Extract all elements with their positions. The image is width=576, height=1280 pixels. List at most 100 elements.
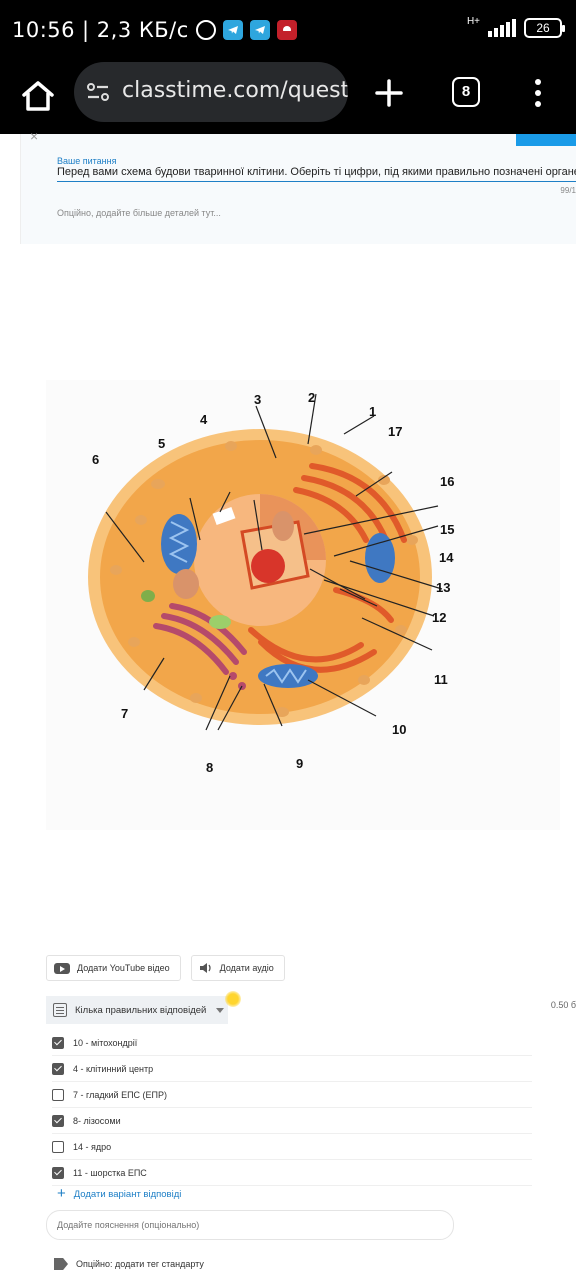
svg-text:5: 5: [158, 436, 165, 451]
add-youtube-button[interactable]: Додати YouTube відео: [46, 955, 181, 981]
centrosome: [212, 506, 236, 526]
answer-checkbox[interactable]: [52, 1114, 64, 1127]
plus-icon: +: [57, 1185, 66, 1202]
speaker-icon: [199, 963, 211, 973]
svg-text:12: 12: [432, 610, 446, 625]
svg-text:7: 7: [121, 706, 128, 721]
status-left: 10:56 | 2,3 КБ/с: [12, 18, 297, 42]
url-text[interactable]: classtime.com/quest: [122, 78, 348, 103]
menu-dot-icon: [535, 89, 541, 96]
tag-icon: [54, 1258, 68, 1270]
add-audio-button[interactable]: Додати аудіо: [190, 955, 285, 981]
overflow-menu-button[interactable]: [530, 76, 546, 110]
svg-text:14: 14: [439, 550, 454, 565]
page-content: Ваше питання Перед вами схема будови тва…: [0, 128, 576, 1280]
question-label: Ваше питання: [57, 156, 117, 166]
new-tab-button[interactable]: [372, 76, 406, 110]
save-button[interactable]: [516, 134, 576, 146]
home-button[interactable]: [18, 76, 58, 116]
mitochondrion-2: [365, 533, 395, 583]
tab-switcher-button[interactable]: 8: [452, 77, 480, 107]
svg-text:16: 16: [440, 474, 454, 489]
answer-text[interactable]: 8- лізосоми: [73, 1115, 121, 1126]
close-icon[interactable]: ×: [30, 128, 39, 144]
add-standard-tag-button[interactable]: Опційно: додати тег стандарту: [54, 1258, 204, 1270]
svg-text:15: 15: [440, 522, 454, 537]
svg-text:11: 11: [434, 672, 448, 687]
character-counter: 99/1: [560, 186, 576, 195]
answer-text[interactable]: 7 - гладкий ЕПС (ЕПР): [73, 1089, 168, 1100]
svg-text:4: 4: [200, 412, 208, 427]
question-details-field[interactable]: Опційно, додайте більше деталей тут...: [57, 208, 221, 218]
answer-option: 7 - гладкий ЕПС (ЕПР): [52, 1082, 532, 1108]
answer-checkbox[interactable]: [52, 1062, 64, 1075]
svg-text:8: 8: [206, 760, 213, 775]
answer-option: 4 - клітинний центр: [52, 1056, 532, 1082]
svg-text:2: 2: [308, 390, 315, 405]
signal-icon: [488, 19, 516, 37]
answer-checkbox[interactable]: [52, 1088, 64, 1101]
status-right: H+ 26: [466, 16, 565, 38]
list-icon: [53, 1003, 67, 1017]
svg-text:3: 3: [254, 392, 261, 407]
answer-option: 8- лізосоми: [52, 1108, 532, 1134]
answer-text[interactable]: 4 - клітинний центр: [73, 1063, 154, 1074]
leader-lines: [105, 393, 443, 731]
diagram-labels: 1 2 3 4 5 6 7 8 9 10 11 12 13 14 15 16 1…: [92, 390, 454, 775]
add-answer-label: Додати варіант відповіді: [73, 1188, 182, 1200]
answer-checkbox[interactable]: [52, 1036, 64, 1049]
site-settings-icon[interactable]: [86, 80, 110, 104]
answer-text[interactable]: 11 - шорстка ЕПС: [73, 1167, 147, 1178]
answer-text[interactable]: 10 - мітохондрії: [73, 1037, 138, 1048]
answer-option: 11 - шорстка ЕПС: [52, 1160, 532, 1186]
answer-checkbox[interactable]: [52, 1166, 64, 1179]
status-bar: 10:56 | 2,3 КБ/с H+ 26: [0, 0, 576, 62]
menu-dot-icon: [535, 78, 541, 85]
points-value[interactable]: 0.50 б: [550, 1000, 576, 1010]
add-youtube-label: Додати YouTube відео: [77, 963, 170, 973]
question-image: 1 2 3 4 5 6 7 8 9 10 11 12 13 14 15 16 1…: [46, 380, 560, 830]
browser-toolbar: classtime.com/quest 8: [0, 62, 576, 134]
question-input[interactable]: Перед вами схема будови тваринної клітин…: [57, 166, 576, 182]
answer-text[interactable]: 14 - ядро: [73, 1141, 112, 1152]
telegram-icon-2: [249, 20, 270, 40]
answer-type-dropdown[interactable]: Кілька правильних відповідей: [46, 996, 228, 1024]
svg-text:10: 10: [392, 722, 406, 737]
svg-text:9: 9: [296, 756, 303, 771]
chevron-down-icon: [216, 1007, 225, 1013]
svg-text:6: 6: [92, 452, 99, 467]
nucleolus: [251, 549, 285, 583]
answer-option: 14 - ядро: [52, 1134, 532, 1160]
vesicle-green: [141, 590, 155, 602]
add-answer-button[interactable]: + Додати варіант відповіді: [57, 1185, 182, 1202]
lysosome: [272, 511, 294, 541]
status-net-speed: | 2,3 КБ/с: [82, 18, 189, 42]
mitochondrion-1: [161, 514, 197, 574]
explanation-input[interactable]: [46, 1210, 454, 1240]
home-icon: [22, 81, 54, 111]
question-card: Ваше питання Перед вами схема будови тва…: [20, 134, 576, 244]
battery-icon: 26: [524, 18, 565, 38]
answer-checkbox[interactable]: [52, 1140, 64, 1153]
svg-text:17: 17: [388, 424, 402, 439]
youtube-icon: [54, 962, 70, 974]
alarm-icon: [195, 20, 216, 40]
answer-option: 10 - мітохондрії: [52, 1030, 532, 1056]
media-buttons: Додати YouTube відео Додати аудіо: [46, 955, 285, 981]
svg-text:1: 1: [369, 404, 376, 419]
network-type: H+: [466, 16, 480, 27]
answer-list: 10 - мітохондрії 4 - клітинний центр 7 -…: [52, 1030, 532, 1186]
cell-diagram: 1 2 3 4 5 6 7 8 9 10 11 12 13 14 15 16 1…: [88, 390, 454, 775]
add-standard-tag-label: Опційно: додати тег стандарту: [76, 1259, 204, 1269]
menu-dot-icon: [535, 101, 541, 108]
plus-icon: [375, 79, 403, 107]
app-notification-icon: [276, 20, 297, 40]
rough-er: [248, 463, 407, 673]
url-bar[interactable]: classtime.com/quest: [74, 62, 348, 122]
status-time: 10:56: [12, 18, 76, 42]
telegram-icon: [222, 20, 243, 40]
svg-text:13: 13: [436, 580, 450, 595]
answer-type-label: Кілька правильних відповідей: [75, 1004, 207, 1016]
touch-indicator: [225, 991, 241, 1007]
add-audio-label: Додати аудіо: [219, 963, 274, 973]
